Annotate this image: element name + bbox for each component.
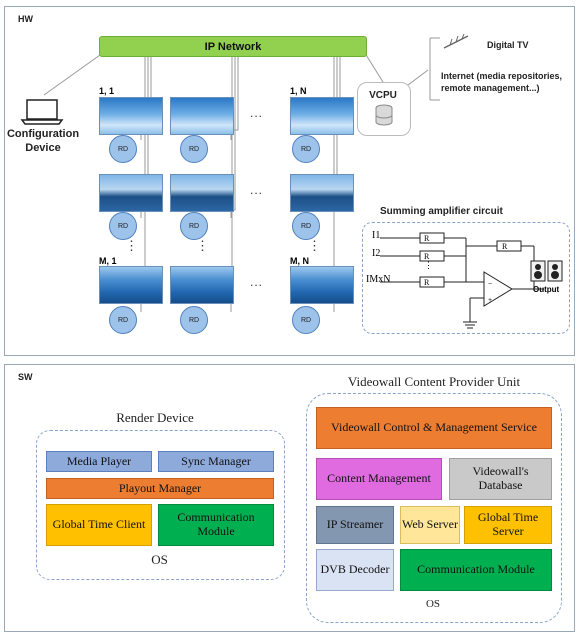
internet-label: Internet (media repositories, remote man… xyxy=(441,71,563,94)
provider-os-label: OS xyxy=(425,598,441,610)
render-device-node: RD xyxy=(292,306,320,334)
screen-1-n xyxy=(290,97,354,135)
input-label-i2: I2 xyxy=(372,248,381,259)
screen-1-1 xyxy=(99,97,163,135)
provider-communication-module-box: Communication Module xyxy=(400,549,552,591)
render-device-node: RD xyxy=(109,212,137,240)
playout-manager-box: Playout Manager xyxy=(46,478,274,499)
vcpu-label: VCPU xyxy=(369,90,397,101)
screen-m-1 xyxy=(99,266,163,304)
global-time-client-box: Global Time Client xyxy=(46,504,152,546)
grid-label-m-n: M, N xyxy=(290,256,309,266)
configuration-device-label: Configuration Device xyxy=(6,128,80,154)
render-device-title: Render Device xyxy=(116,410,194,425)
satellite-icon xyxy=(443,34,469,49)
horizontal-ellipsis: ... xyxy=(250,275,264,289)
horizontal-ellipsis: ... xyxy=(250,183,264,197)
grid-label-m-1: M, 1 xyxy=(99,256,117,266)
digital-tv-label: Digital TV xyxy=(487,40,529,50)
summing-amplifier-title: Summing amplifier circuit xyxy=(380,206,503,217)
database-icon xyxy=(375,104,393,126)
videowall-database-box: Videowall's Database xyxy=(449,458,552,500)
render-device-node: RD xyxy=(292,135,320,163)
global-time-server-box: Global Time Server xyxy=(464,506,552,544)
media-player-box: Media Player xyxy=(46,451,152,472)
sw-label: SW xyxy=(18,372,33,382)
resistor-label: R xyxy=(502,242,508,251)
render-device-node: RD xyxy=(180,212,208,240)
screen-2-n xyxy=(290,174,354,212)
ip-streamer-box: IP Streamer xyxy=(316,506,394,544)
screen-2-1 xyxy=(99,174,163,212)
render-device-node: RD xyxy=(292,212,320,240)
vertical-ellipsis: ⋮ xyxy=(125,238,139,253)
render-device-node: RD xyxy=(109,135,137,163)
vertical-ellipsis: ⋮ xyxy=(196,238,210,253)
render-os-label: OS xyxy=(151,552,168,567)
sync-manager-box: Sync Manager xyxy=(158,451,274,472)
render-device-node: RD xyxy=(180,135,208,163)
output-label: Output xyxy=(533,285,560,294)
laptop-icon xyxy=(20,99,64,125)
input-label-imxn: IMxN xyxy=(366,274,391,285)
dots-label: ⋮ xyxy=(424,260,433,270)
horizontal-ellipsis: ... xyxy=(250,106,264,120)
grid-label-1-n: 1, N xyxy=(290,86,307,96)
provider-container xyxy=(306,393,562,623)
svg-text:−: − xyxy=(488,281,492,288)
communication-module-box: Communication Module xyxy=(158,504,274,546)
resistor-label: R xyxy=(424,234,430,243)
screen-m-n xyxy=(290,266,354,304)
screen-2-2 xyxy=(170,174,234,212)
input-label-i1: I1 xyxy=(372,230,381,241)
screen-1-2 xyxy=(170,97,234,135)
screen-m-2 xyxy=(170,266,234,304)
resistor-label: R xyxy=(424,278,430,287)
dvb-decoder-box: DVB Decoder xyxy=(316,549,394,591)
render-device-node: RD xyxy=(180,306,208,334)
hw-label: HW xyxy=(18,14,33,24)
videowall-control-box: Videowall Control & Management Service xyxy=(316,407,552,449)
vertical-ellipsis: ⋮ xyxy=(308,238,322,253)
ip-network-bar: IP Network xyxy=(99,36,367,57)
render-device-node: RD xyxy=(109,306,137,334)
content-management-box: Content Management xyxy=(316,458,442,500)
speaker-icon xyxy=(530,260,563,282)
render-device-container xyxy=(36,430,285,580)
summing-amplifier-circuit: − + xyxy=(380,232,544,329)
svg-text:+: + xyxy=(488,297,492,304)
web-server-box: Web Server xyxy=(400,506,460,544)
resistor-label: R xyxy=(424,252,430,261)
grid-label-1-1: 1, 1 xyxy=(99,86,115,96)
summing-amplifier-box xyxy=(362,222,570,334)
provider-title: Videowall Content Provider Unit xyxy=(347,374,521,389)
